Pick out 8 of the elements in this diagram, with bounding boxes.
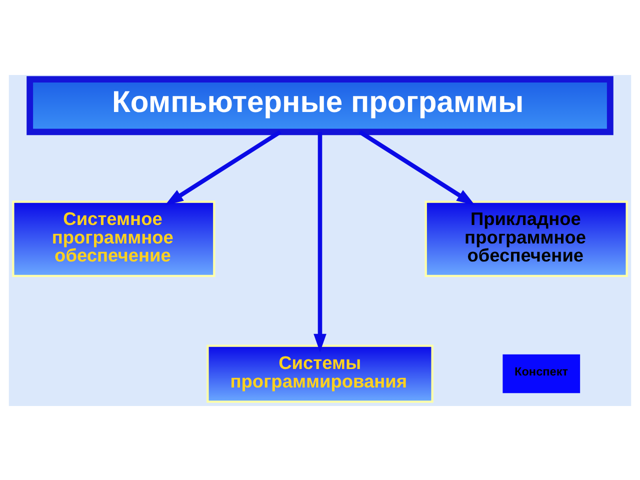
arrow <box>314 132 326 352</box>
arrow <box>358 130 475 205</box>
node-box: Прикладное программное обеспечение <box>424 200 628 277</box>
node-box: Компьютерные программы <box>26 76 614 135</box>
arrow <box>165 130 282 205</box>
node-box: Системное программное обеспечение <box>12 200 216 277</box>
label: Конспект <box>514 364 568 378</box>
node-box: Системы программирования <box>206 344 434 402</box>
